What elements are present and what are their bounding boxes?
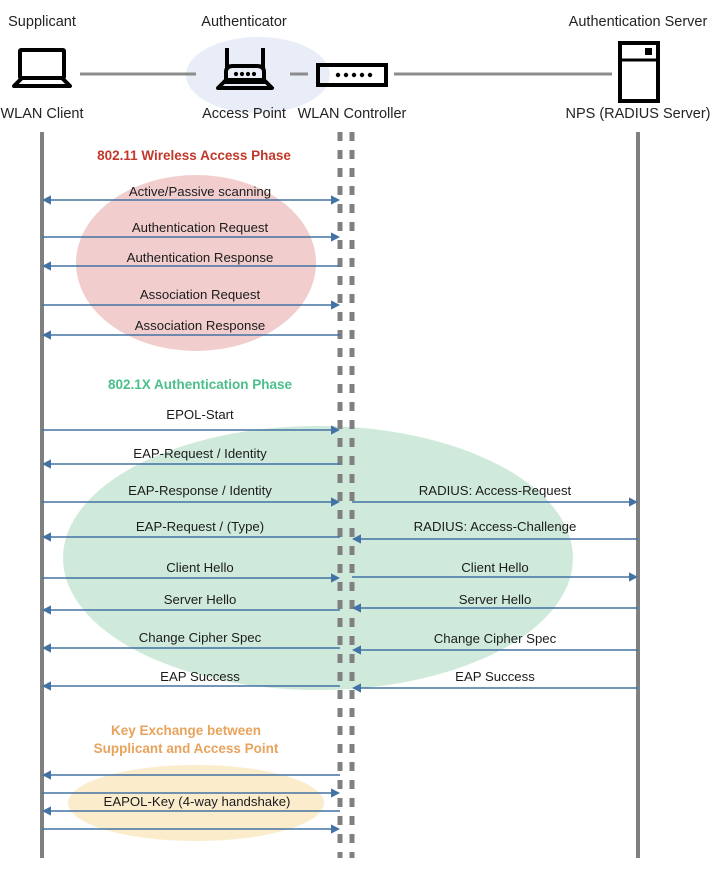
message-arrow-m22	[42, 806, 340, 816]
actor-role-label-access-point: Authenticator	[201, 14, 287, 30]
actor-device-label-wlan-controller: WLAN Controller	[297, 106, 407, 122]
arrow-head-left	[352, 603, 361, 613]
message-arrow-m20	[42, 770, 340, 780]
phase-8021x-ellipse	[63, 426, 573, 690]
arrow-head-right	[331, 195, 340, 205]
message-label-m15: RADIUS: Access-Challenge	[413, 519, 577, 534]
message-arrow-m10	[42, 573, 340, 583]
message-label-m3: Authentication Response	[126, 250, 274, 265]
message-label-m1: Active/Passive scanning	[128, 184, 272, 199]
laptop-icon	[10, 48, 74, 90]
message-label-m7: EAP-Request / Identity	[133, 446, 267, 461]
message-arrow-m5	[42, 330, 340, 340]
arrow-head-right	[331, 824, 340, 834]
message-label-m18: Change Cipher Spec	[433, 631, 557, 646]
arrow-head-left	[42, 195, 51, 205]
message-arrow-m11	[42, 605, 340, 615]
message-arrow-m15	[352, 534, 638, 544]
message-label-m5: Association Response	[134, 318, 266, 333]
message-label-m8: EAP-Response / Identity	[128, 483, 272, 498]
message-arrow-m19	[352, 683, 638, 693]
arrow-head-left	[42, 459, 51, 469]
message-arrow-m14	[352, 497, 638, 507]
arrow-head-right	[331, 232, 340, 242]
message-arrow-m16	[352, 572, 638, 582]
arrow-head-right	[331, 497, 340, 507]
message-label-m16: Client Hello	[461, 560, 529, 575]
message-label-m19: EAP Success	[455, 669, 535, 684]
message-arrow-m23	[42, 824, 340, 834]
arrow-head-right	[331, 573, 340, 583]
message-arrow-m21	[42, 788, 340, 798]
message-arrow-m4	[42, 300, 340, 310]
message-arrow-m7	[42, 459, 340, 469]
message-arrow-m17	[352, 603, 638, 613]
message-arrow-m8	[42, 497, 340, 507]
message-label-m13: EAP Success	[160, 669, 240, 684]
arrow-head-left	[42, 605, 51, 615]
wireless-access-point-icon	[214, 46, 276, 92]
actor-device-label-access-point: Access Point	[202, 106, 286, 122]
message-arrow-m13	[42, 681, 340, 691]
actor-device-label-authentication-server: NPS (RADIUS Server)	[565, 106, 711, 122]
arrow-head-left	[42, 261, 51, 271]
arrow-head-right	[331, 425, 340, 435]
message-arrow-m12	[42, 643, 340, 653]
arrow-head-left	[42, 770, 51, 780]
server-rack-icon	[618, 41, 660, 103]
actor-role-label-supplicant: Supplicant	[8, 14, 76, 30]
actor-device-label-supplicant: WLAN Client	[0, 106, 84, 122]
message-label-m12: Change Cipher Spec	[138, 630, 262, 645]
arrow-head-left	[352, 534, 361, 544]
message-label-m11: Server Hello	[163, 592, 237, 607]
arrow-head-right	[629, 572, 638, 582]
message-arrow-m1	[42, 195, 340, 205]
message-label-m6: EPOL-Start	[166, 407, 234, 422]
authenticator-group-ellipse	[186, 37, 330, 113]
phase-80211-label: 802.11 Wireless Access Phase	[97, 148, 291, 163]
message-label-m14: RADIUS: Access-Request	[418, 483, 572, 498]
phase-key-exchange-ellipse	[68, 765, 324, 841]
arrow-head-left	[352, 683, 361, 693]
message-label-m22: EAPOL-Key (4-way handshake)	[103, 794, 291, 809]
message-label-m10: Client Hello	[166, 560, 234, 575]
phase-8021x-label: 802.1X Authentication Phase	[107, 377, 293, 392]
arrow-head-right	[331, 788, 340, 798]
message-arrow-m3	[42, 261, 340, 271]
phase-80211-ellipse	[76, 175, 316, 351]
message-arrow-m2	[42, 232, 340, 242]
arrow-head-left	[42, 643, 51, 653]
arrow-head-left	[352, 645, 361, 655]
arrow-head-right	[331, 300, 340, 310]
arrow-head-left	[42, 532, 51, 542]
actor-role-label-authentication-server: Authentication Server	[568, 14, 708, 30]
message-arrow-m18	[352, 645, 638, 655]
message-arrow-m9	[42, 532, 340, 542]
message-label-m4: Association Request	[139, 287, 261, 302]
message-label-m17: Server Hello	[458, 592, 532, 607]
message-label-m9: EAP-Request / (Type)	[135, 519, 265, 534]
message-label-m2: Authentication Request	[131, 220, 269, 235]
arrow-head-left	[42, 681, 51, 691]
arrow-head-right	[629, 497, 638, 507]
arrow-head-left	[42, 330, 51, 340]
wlan-controller-icon	[316, 62, 388, 88]
message-arrow-m6	[42, 425, 340, 435]
arrow-head-left	[42, 806, 51, 816]
